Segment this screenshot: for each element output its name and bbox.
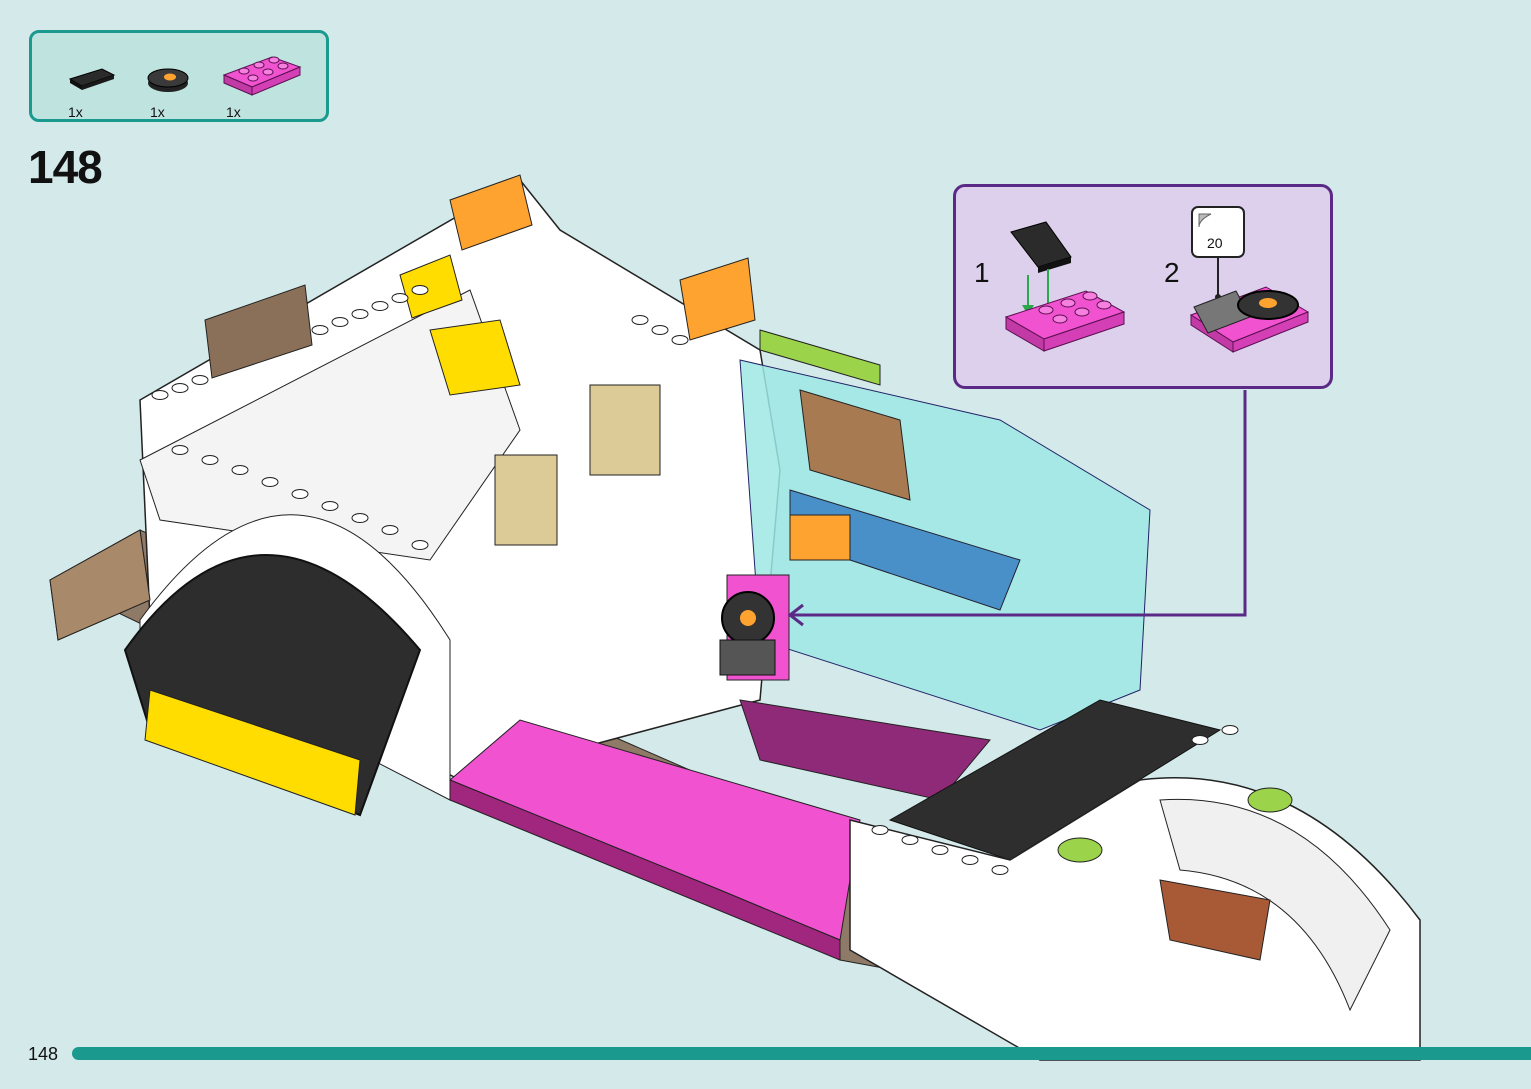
subassembly-callout: 1 2 xyxy=(953,184,1333,389)
magenta-plate-substep-1 xyxy=(1006,291,1124,351)
page-number: 148 xyxy=(28,1044,58,1065)
record-sign xyxy=(720,575,789,680)
subassembly-diagram xyxy=(956,187,1336,392)
assembled-record-player xyxy=(1191,287,1308,352)
tile-being-placed xyxy=(1011,222,1071,273)
decoration-reference-box xyxy=(1192,207,1244,300)
decoration-reference-number: 20 xyxy=(1207,235,1223,251)
page-progress-bar xyxy=(72,1047,1531,1060)
